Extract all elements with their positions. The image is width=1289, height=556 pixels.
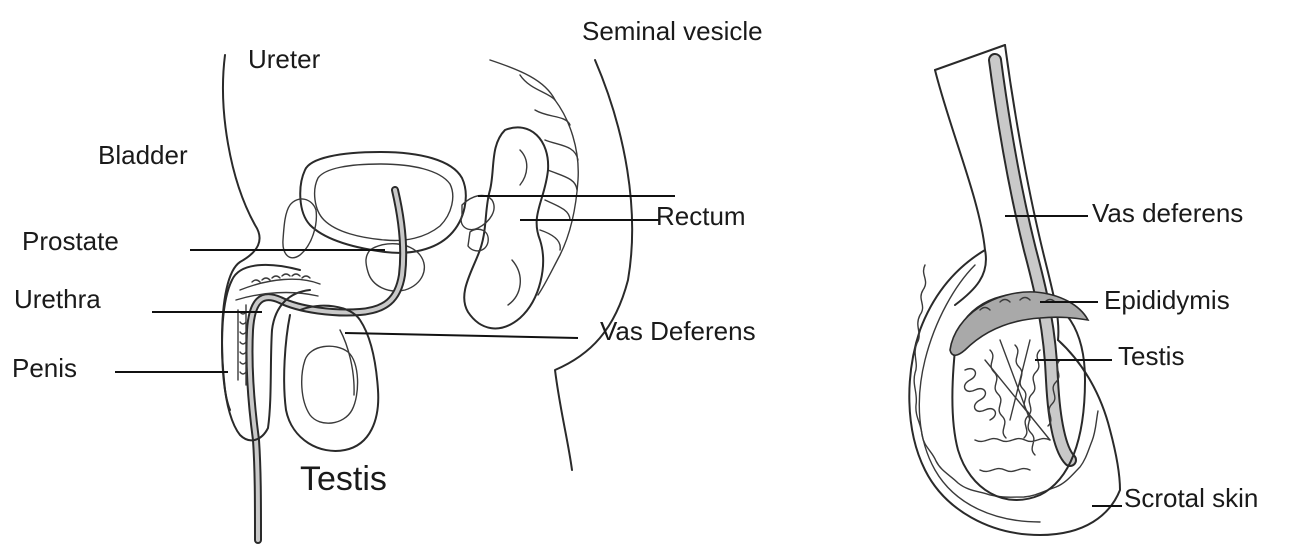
label-testis-left: Testis xyxy=(300,462,387,496)
label-seminal-vesicle: Seminal vesicle xyxy=(582,18,763,44)
label-rectum: Rectum xyxy=(656,203,746,229)
label-penis: Penis xyxy=(12,355,77,381)
label-vas-deferens-left: Vas Deferens xyxy=(600,318,756,344)
label-epididymis: Epididymis xyxy=(1104,287,1230,313)
label-scrotal-skin: Scrotal skin xyxy=(1124,485,1258,511)
label-prostate: Prostate xyxy=(22,228,119,254)
label-testis-right: Testis xyxy=(1118,343,1184,369)
label-urethra: Urethra xyxy=(14,286,101,312)
label-bladder: Bladder xyxy=(98,142,188,168)
label-vas-deferens-right: Vas deferens xyxy=(1092,200,1243,226)
label-ureter: Ureter xyxy=(248,46,320,72)
